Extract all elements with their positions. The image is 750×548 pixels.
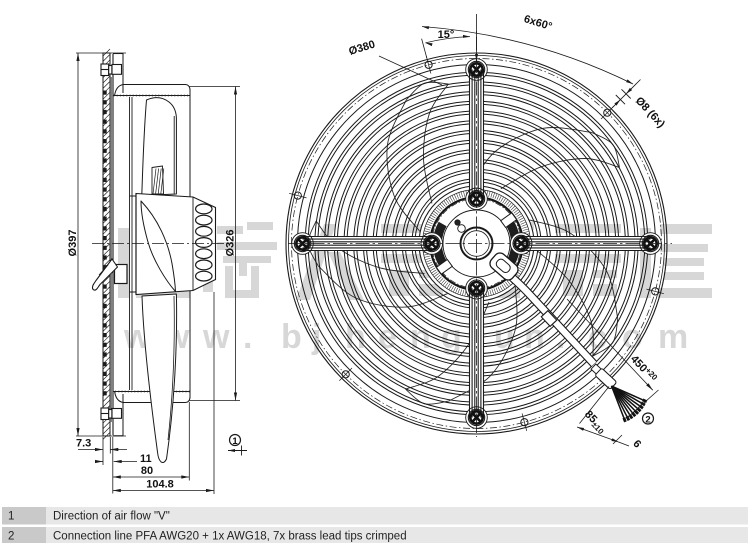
svg-text:Ø397: Ø397 [67, 230, 79, 257]
svg-text:Direction of air flow "V": Direction of air flow "V" [53, 511, 170, 523]
svg-text:m: m [658, 318, 688, 356]
svg-text:1: 1 [8, 511, 14, 523]
svg-text:.: . [243, 318, 252, 356]
svg-text:w: w [202, 318, 230, 356]
svg-text:b: b [281, 318, 302, 356]
svg-text:15°: 15° [438, 29, 455, 41]
svg-text:Ø326: Ø326 [225, 230, 237, 257]
svg-text:11: 11 [140, 453, 152, 465]
svg-text:80: 80 [141, 465, 153, 477]
svg-text:2: 2 [645, 415, 650, 426]
svg-text:104.8: 104.8 [146, 479, 174, 491]
svg-text:1: 1 [232, 436, 238, 447]
svg-text:Connection line PFA AWG20 + 1x: Connection line PFA AWG20 + 1x AWG18, 7x… [53, 531, 407, 543]
svg-text:7.3: 7.3 [76, 438, 91, 450]
svg-text:2: 2 [8, 531, 14, 543]
